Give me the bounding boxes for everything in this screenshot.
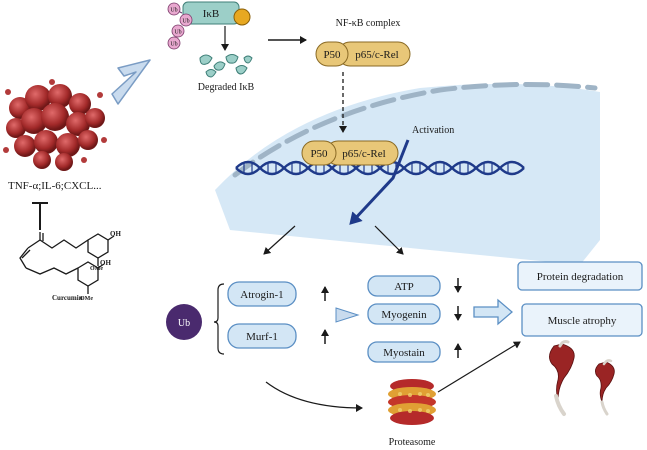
atp-box [367, 275, 441, 297]
svg-text:Muscle atrophy: Muscle atrophy [548, 315, 617, 327]
svg-text:Murf-1: Murf-1 [246, 331, 278, 343]
cytokines-label: TNF-α;IL-6;CXCL... [8, 180, 102, 192]
nuclear-p50 [301, 140, 337, 166]
ikb-phosphate [233, 8, 251, 26]
atrogin-1-box [227, 281, 297, 307]
degraded-ikb-fragments [199, 54, 253, 78]
ubiquitin-chain: Ub Ub Ub Ub [167, 2, 193, 50]
atrophied-muscles [549, 340, 615, 416]
activation-label: Activation [412, 125, 454, 136]
svg-text:p65/c-Rel: p65/c-Rel [342, 148, 385, 160]
curcumin-ome-bottom: OMe [80, 296, 93, 302]
svg-text:Myostain: Myostain [383, 347, 425, 359]
nuclear-envelope [232, 81, 598, 178]
proteasome [388, 379, 436, 425]
svg-text:Ub: Ub [174, 30, 181, 36]
svg-text:p65/c-Rel: p65/c-Rel [355, 49, 398, 61]
markers: ATP Myogenin Myostain [367, 275, 462, 363]
transcription-arrow-left [263, 225, 296, 255]
svg-text:Ub: Ub [182, 19, 189, 25]
ikb-group: IκB Ub Ub Ub Ub Degraded IκB [167, 1, 255, 93]
dna-helix [235, 160, 525, 176]
svg-text:Myogenin: Myogenin [381, 309, 427, 321]
nfkb-complex: NF-κB complex p65/c-Rel P50 [315, 18, 411, 67]
nfkb-p50 [315, 41, 349, 67]
svg-text:Ub: Ub [170, 42, 177, 48]
signal-chevron-arrow [111, 59, 151, 105]
nfkb-complex-title: NF-κB complex [336, 18, 401, 29]
murf-1-box [227, 323, 297, 349]
nfkb-nuclear: p65/c-Rel P50 [301, 140, 399, 166]
ubiquitin-node [166, 304, 202, 340]
ligase-bracket [213, 283, 225, 355]
curcumin-name: Curcumin [52, 294, 83, 302]
inflammatory-cells [3, 79, 107, 171]
myogenin-box [367, 303, 441, 325]
ligase-to-markers-arrow [335, 307, 360, 323]
curcumin-ome-top: OMe [90, 266, 103, 272]
nucleus-region [215, 81, 600, 265]
svg-text:P50: P50 [323, 49, 341, 61]
dna-base-pairs [243, 162, 509, 174]
svg-text:Protein degradation: Protein degradation [537, 271, 624, 283]
markers-to-outcomes-arrow [473, 298, 513, 326]
proteasome-label: Proteasome [389, 437, 436, 448]
svg-text:P50: P50 [310, 148, 328, 160]
proteasome-to-atrophy-arrow [437, 341, 521, 393]
protein-degradation-box [517, 261, 643, 291]
activation-arrow [349, 139, 410, 225]
outcomes: Protein degradation Muscle atrophy [517, 261, 643, 337]
nucleus-body [215, 83, 600, 265]
e3-ligases: Atrogin-1 Murf-1 [227, 281, 329, 349]
inhibition-arrow [32, 202, 48, 230]
curcumin-oh-bottom: OH [100, 259, 111, 267]
degraded-ikb-label: Degraded IκB [198, 82, 255, 93]
curcumin-oh-top: OH [110, 230, 121, 238]
ubiquitin-label: Ub [178, 318, 190, 329]
svg-text:ATP: ATP [394, 281, 414, 293]
ligase-to-proteasome-arrow [265, 381, 363, 412]
myostain-box [367, 341, 441, 363]
svg-text:Atrogin-1: Atrogin-1 [240, 289, 283, 301]
transcription-arrow-right [374, 225, 404, 255]
muscle-atrophy-box [521, 303, 643, 337]
svg-text:Ub: Ub [170, 8, 177, 14]
ikb-label: IκB [203, 8, 220, 20]
curcumin-structure [19, 232, 115, 294]
